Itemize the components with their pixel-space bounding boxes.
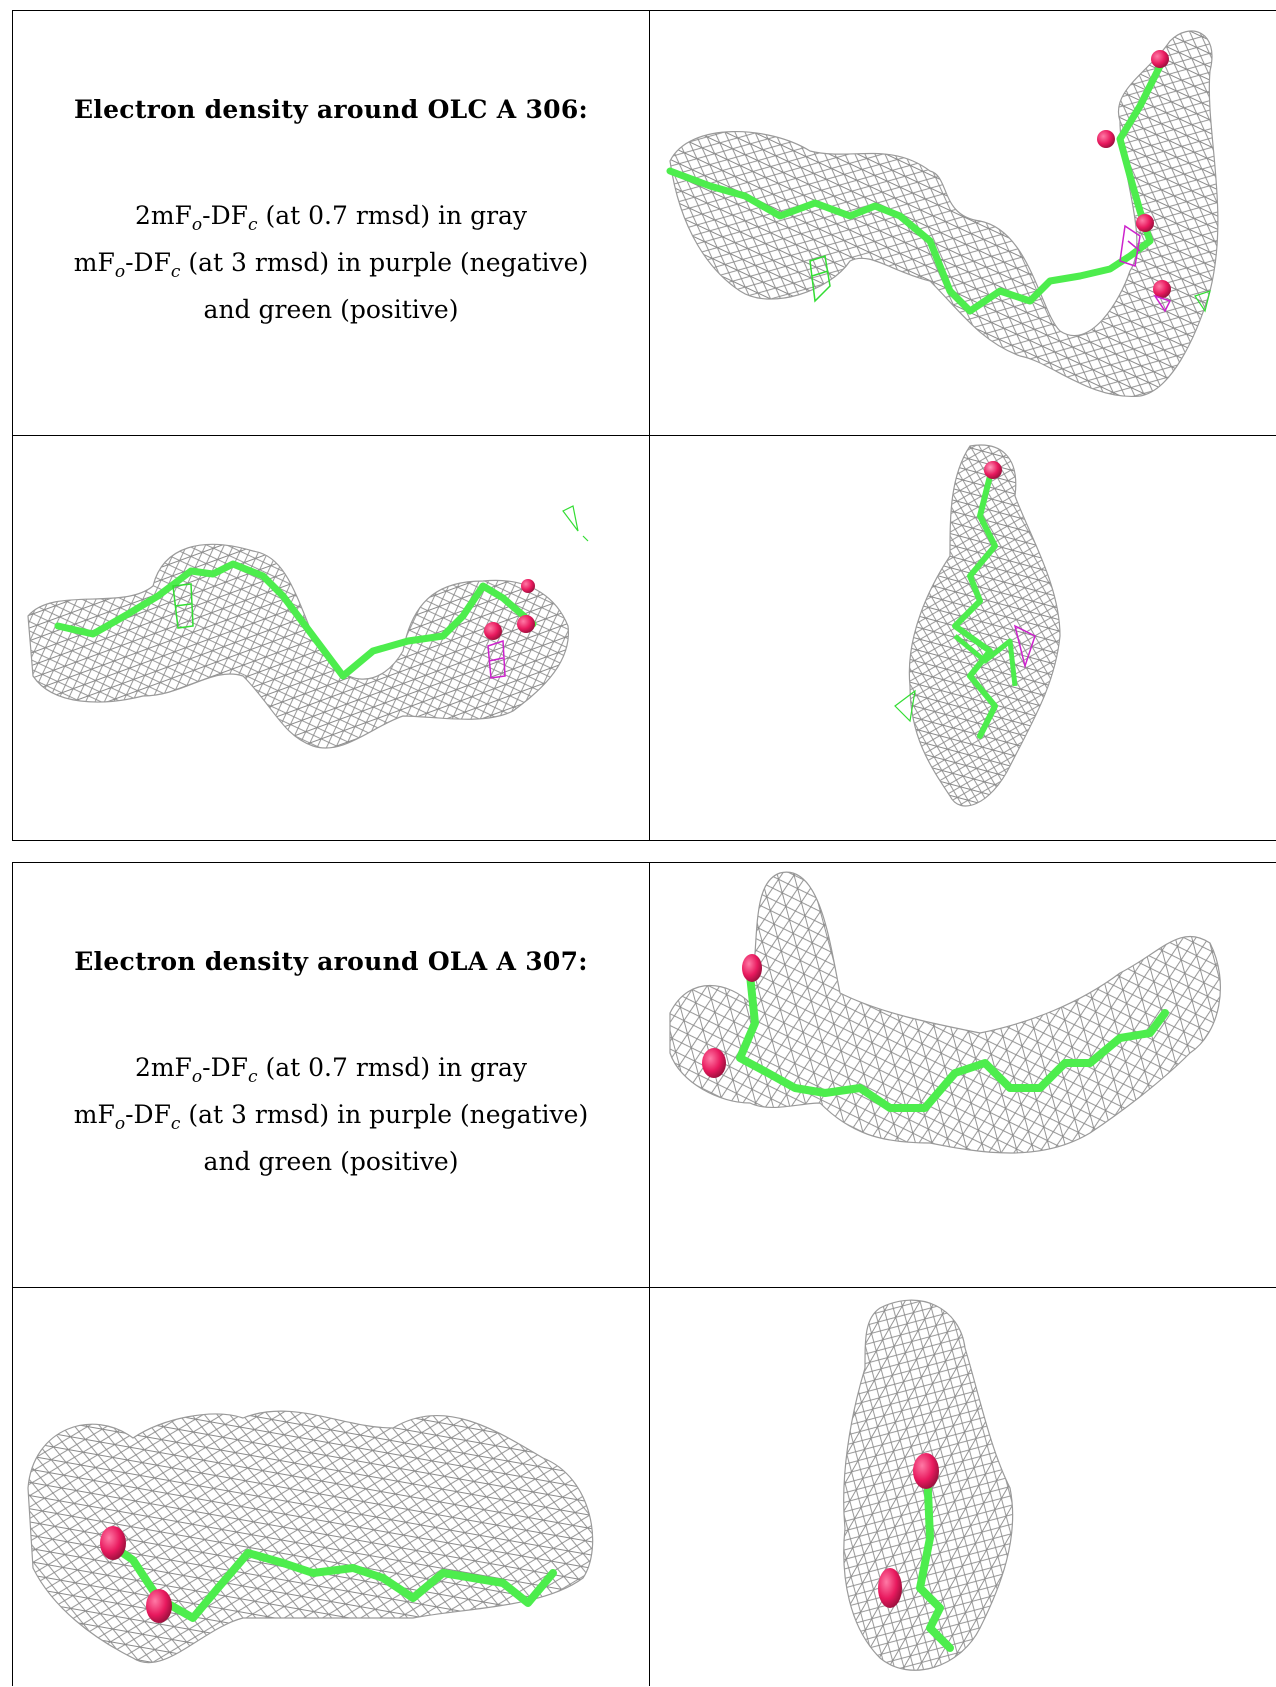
legend-line-gray: 2mFo-DFc (at 0.7 rmsd) in gray [134, 201, 528, 235]
ligand-carbon-chain [666, 62, 1164, 315]
figure-panel-olc-a-306: Electron density around OLC A 306: 2mFo-… [12, 10, 1276, 841]
grid-divider-horizontal [13, 1287, 1276, 1288]
ligand-carbon-chain [916, 1464, 954, 1652]
positive-difference-density [809, 255, 831, 303]
oxygen-atom [913, 1453, 939, 1489]
ligand-carbon-chain [54, 560, 537, 680]
grid-divider-horizontal [13, 435, 1276, 436]
density-view-1b [13, 436, 649, 841]
negative-difference-density [487, 639, 506, 679]
oxygen-atom [984, 461, 1002, 479]
density-view-2b [13, 1288, 649, 1687]
panel-title: Electron density around OLA A 307: [74, 947, 588, 976]
legend-text: 2mFo-DFc (at 0.7 rmsd) in gray mFo-DFc (… [13, 197, 649, 329]
legend-line-green: and green (positive) [203, 295, 459, 324]
grid-divider-vertical [649, 11, 650, 840]
ligand-carbon-chain [104, 1539, 557, 1622]
density-view-2a [650, 863, 1276, 1287]
oxygen-atom [100, 1526, 126, 1560]
legend-line-purple: mFo-DFc (at 3 rmsd) in purple (negative) [73, 248, 589, 282]
oxygen-atom [702, 1048, 726, 1078]
density-view-2c [650, 1288, 1276, 1687]
oxygen-atom [1097, 130, 1115, 148]
negative-difference-density [1153, 294, 1172, 313]
positive-difference-density [894, 689, 916, 723]
density-mesh [669, 871, 1221, 1154]
density-mesh [908, 444, 1061, 807]
density-view-1c [650, 436, 1276, 841]
ligand-carbon-chain [952, 473, 998, 739]
positive-difference-density [1194, 290, 1211, 313]
grid-divider-vertical [649, 863, 650, 1686]
legend-line-green: and green (positive) [203, 1147, 459, 1176]
oxygen-atom [878, 1568, 902, 1608]
negative-difference-density [1013, 624, 1036, 669]
legend-line-purple: mFo-DFc (at 3 rmsd) in purple (negative) [73, 1100, 589, 1134]
oxygen-atom [146, 1589, 172, 1623]
figure-panel-ola-a-307: Electron density around OLA A 307: 2mFo-… [12, 862, 1276, 1686]
legend-text: 2mFo-DFc (at 0.7 rmsd) in gray mFo-DFc (… [13, 1049, 649, 1181]
positive-difference-density [172, 583, 194, 629]
oxygen-atom [742, 954, 762, 982]
legend-line-gray: 2mFo-DFc (at 0.7 rmsd) in gray [134, 1053, 528, 1087]
panel-title: Electron density around OLC A 306: [73, 95, 589, 124]
negative-difference-density [1119, 224, 1141, 267]
positive-difference-density [562, 505, 589, 542]
legend-cell: Electron density around OLC A 306: 2mFo-… [13, 11, 649, 435]
oxygen-atom [1136, 214, 1154, 232]
oxygen-atom [484, 622, 502, 640]
density-view-1a [650, 11, 1276, 435]
oxygen-atom [1151, 50, 1169, 68]
oxygen-atom [521, 579, 535, 593]
density-mesh [669, 30, 1219, 397]
legend-cell: Electron density around OLA A 307: 2mFo-… [13, 863, 649, 1287]
oxygen-atom [517, 615, 535, 633]
oxygen-atom [1153, 280, 1171, 298]
ligand-carbon-chain [953, 634, 1018, 687]
ligand-carbon-chain [736, 971, 1169, 1112]
